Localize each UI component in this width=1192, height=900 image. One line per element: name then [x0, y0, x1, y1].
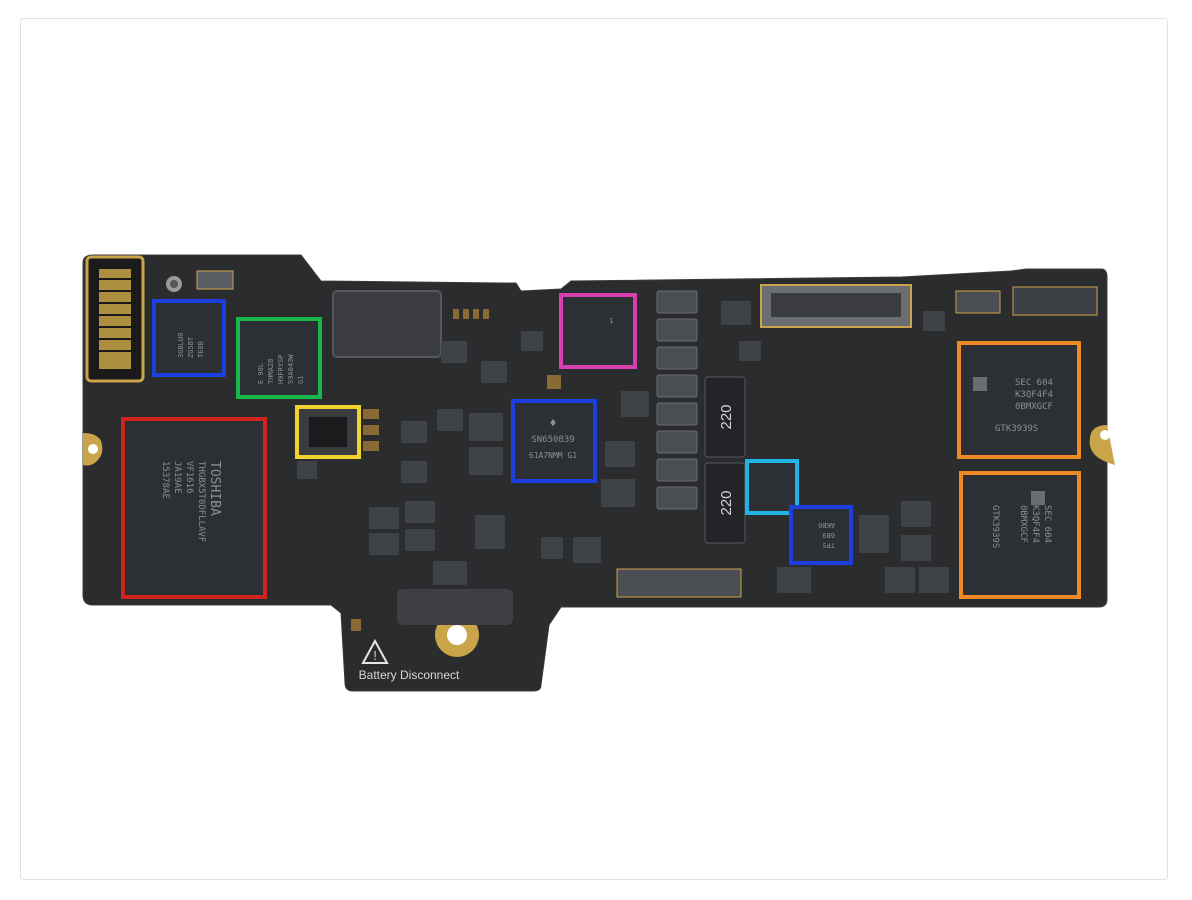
chip-blue-left-line3: TE8B	[197, 341, 205, 358]
chip-green-line4: S9A043W	[287, 354, 295, 384]
chip-red-line1: TOSHIBA	[207, 461, 222, 516]
chip-blue-left-line1: 3GBLU0	[177, 333, 185, 358]
chip-red-line2: THGBX5T0DFLLAVF	[196, 461, 206, 542]
chip-orange-bottom-box: SEC 604 K3QF4F4 0BMXGCF GTK3939S	[959, 471, 1081, 599]
chip-green-box: E 90L THMA2B H9FRYSP S9A043W G1	[236, 317, 322, 399]
chip-blue-center-box: ♦ SN650839 61A7NMM G1	[511, 399, 597, 483]
chip-magenta-mark: 1	[609, 317, 613, 325]
battery-disconnect-label: Battery Disconnect	[359, 668, 460, 682]
chip-cyan-box	[745, 459, 799, 515]
chip-blue-small-box: TPS 6B9 AKB6	[789, 505, 853, 565]
chip-orange-top-line4: GTK3939S	[995, 424, 1038, 434]
chip-red-line4: JA19AE	[172, 461, 182, 494]
chip-orange-top-line3: 0BMXGCF	[1015, 402, 1053, 412]
chip-orange-top-box: SEC 604 K3QF4F4 0BMXGCF GTK3939S	[957, 341, 1081, 459]
chip-yellow-box	[295, 405, 361, 459]
warning-icon: !	[373, 648, 377, 663]
chip-red-line5: 15378AE	[160, 461, 170, 499]
chip-orange-top-line2: K3QF4F4	[1015, 390, 1053, 400]
chip-orange-bottom-line4: GTK3939S	[990, 505, 1000, 548]
chip-blue-left-box: 3GBLU0 ZG5BT TE8B	[152, 299, 226, 377]
chip-blue-center-line1: SN650839	[531, 435, 574, 445]
capacitor-label-1: 220	[718, 404, 735, 429]
chip-orange-bottom-line1: SEC 604	[1042, 505, 1052, 543]
chip-green-line2: THMA2B	[267, 359, 275, 384]
chip-green-line3: H9FRYSP	[277, 354, 285, 384]
chip-red-line3: VF1616	[184, 461, 194, 494]
chip-green-line1: E 90L	[257, 363, 265, 384]
chip-blue-center-line2: 61A7NMM G1	[529, 451, 577, 460]
chip-blue-small-line3: AKB6	[818, 521, 835, 529]
ti-logo-icon: ♦	[549, 416, 556, 430]
chip-blue-small-line2: 6B9	[822, 531, 835, 539]
image-frame: 220 220	[20, 18, 1168, 880]
chip-magenta-box: 1	[559, 293, 637, 369]
chip-orange-top-line1: SEC 604	[1015, 378, 1053, 388]
logic-board-photo: 220 220	[82, 254, 1115, 692]
capacitor-label-2: 220	[718, 490, 735, 515]
chip-orange-bottom-line2: K3QF4F4	[1030, 505, 1040, 543]
chip-red-box: TOSHIBA THGBX5T0DFLLAVF VF1616 JA19AE 15…	[121, 417, 267, 599]
chip-blue-small-line1: TPS	[822, 541, 835, 549]
chip-blue-left-line2: ZG5BT	[187, 336, 195, 358]
chip-orange-bottom-line3: 0BMXGCF	[1018, 505, 1028, 543]
chip-green-line5: G1	[297, 376, 305, 384]
